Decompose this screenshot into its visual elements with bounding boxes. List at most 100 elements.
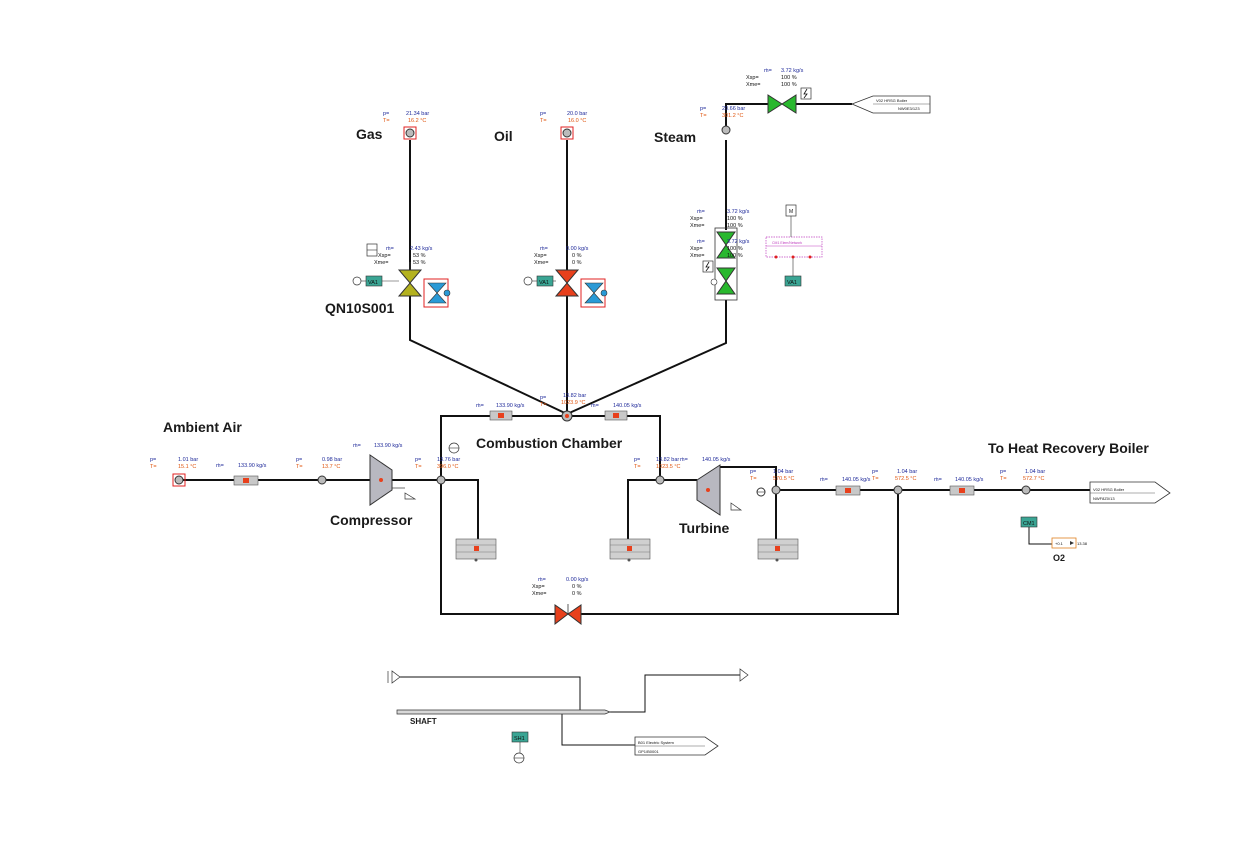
shaft[interactable]	[396, 709, 611, 715]
steam-p-prefix: p=	[700, 106, 706, 112]
turbine[interactable]	[696, 464, 743, 516]
oil-valve-m-prefix: ṁ=	[540, 246, 548, 252]
pipes	[180, 103, 1090, 746]
compressor[interactable]	[369, 454, 417, 506]
cc-in-m-prefix: ṁ=	[476, 403, 484, 409]
turbine-flow: 140.05 kg/s	[702, 457, 731, 463]
ambient-air-label: Ambient Air	[163, 419, 242, 435]
steam-valve2-xme: 100 %	[727, 253, 743, 259]
bypass-valve[interactable]	[554, 604, 582, 626]
exhaust-flow-2: 140.05 kg/s	[955, 477, 984, 483]
oil-valve-actuator-icon[interactable]	[580, 278, 608, 308]
steam-m-selector-icon[interactable]	[785, 204, 797, 237]
turbine-outlet-cooler[interactable]	[757, 538, 799, 562]
exhaust-node-1[interactable]	[893, 485, 903, 495]
steam-top-flow: 3.72 kg/s	[781, 68, 804, 74]
oil-T-prefix: T=	[540, 118, 547, 124]
exhaust-node-2[interactable]	[1021, 485, 1031, 495]
exhaust-flow-meter-2[interactable]	[949, 485, 975, 496]
exh1-T-prefix: T=	[872, 476, 879, 482]
combustion-chamber-node[interactable]	[561, 410, 573, 422]
oil-valve-xsp: 0 %	[572, 253, 582, 259]
turbine-inlet-cooler[interactable]	[609, 538, 651, 562]
gas-valve-selector-icon[interactable]	[366, 243, 378, 257]
gas-valve-xsp-prefix: Xsp=	[378, 253, 391, 259]
oil-valve-flow: 0.00 kg/s	[566, 246, 589, 252]
exh2-m-prefix: ṁ=	[934, 477, 942, 483]
gas-valve-actuator-icon[interactable]	[423, 278, 451, 308]
steam-valve2-m-prefix: ṁ=	[697, 239, 705, 245]
turbine-inlet-node[interactable]	[655, 475, 665, 485]
ambient-air-source-node[interactable]	[172, 473, 186, 487]
exh1-p-prefix: p=	[872, 469, 878, 475]
elec-tag: GP1/B0001	[638, 749, 659, 754]
turb-m-prefix: ṁ=	[680, 457, 688, 463]
exhaust-node2-pressure: 1.04 bar	[1025, 469, 1045, 475]
compressor-outlet-node[interactable]	[436, 475, 446, 485]
exhaust-flow-meter-1[interactable]	[835, 485, 861, 496]
steam-supply-valve[interactable]	[767, 94, 797, 114]
gas-valve-xme: 53 %	[413, 260, 426, 266]
o2-analyzer[interactable]	[1051, 537, 1077, 549]
comp-outlet-pressure: 13.76 bar	[437, 457, 460, 463]
heat-recovery-label: To Heat Recovery Boiler	[988, 440, 1149, 456]
steam-top-xsp-prefix: Xsp=	[746, 75, 759, 81]
sh1-controller[interactable]	[511, 731, 529, 764]
comp-out-p-prefix: p=	[415, 457, 421, 463]
steam-source-node[interactable]	[721, 125, 731, 135]
bypass-flow: 0.00 kg/s	[566, 577, 589, 583]
cc-out-m-prefix: ṁ=	[591, 403, 599, 409]
exhaust-node1-pressure: 1.04 bar	[897, 469, 917, 475]
shaft-left-connector[interactable]	[387, 670, 401, 684]
cc-outlet-flow-meter[interactable]	[604, 410, 628, 421]
turbine-outlet-node[interactable]	[756, 487, 766, 497]
comp-inlet-temperature: 13.7 °C	[322, 464, 340, 470]
comp-out-T-prefix: T=	[415, 464, 422, 470]
shaft-right-connector[interactable]	[739, 668, 749, 682]
gas-source-node[interactable]	[403, 126, 417, 140]
gas-va1-label: VA1	[368, 280, 378, 286]
gas-p-prefix: p=	[383, 111, 389, 117]
bypass-xsp-prefix: Xsp=	[532, 584, 545, 590]
oil-source-node[interactable]	[560, 126, 574, 140]
gas-valve-xsp: 53 %	[413, 253, 426, 259]
cm1-controller[interactable]	[1020, 516, 1038, 528]
oil-control-valve[interactable]	[554, 269, 580, 297]
gas-va1-controller[interactable]	[352, 275, 399, 287]
compressor-inlet-node[interactable]	[317, 475, 327, 485]
oil-va1-controller[interactable]	[523, 275, 556, 287]
steam-label: Steam	[654, 129, 697, 145]
cc-inlet-flow: 133.90 kg/s	[496, 403, 525, 409]
air-flow-meter[interactable]	[233, 475, 259, 486]
oil-valve-xme-prefix: Xme=	[534, 260, 549, 266]
steam-control-valve-2[interactable]	[710, 267, 736, 295]
steam-valve-flow: 3.72 kg/s	[727, 209, 750, 215]
steam-lightning-icon[interactable]	[702, 260, 714, 273]
gas-control-valve[interactable]	[397, 262, 423, 297]
bypass-m-prefix: ṁ=	[538, 577, 546, 583]
ambient-temperature: 15.1 °C	[178, 464, 196, 470]
hrsg-outlet-reference[interactable]	[1089, 481, 1171, 504]
compressor-cooler[interactable]	[455, 538, 497, 562]
steam-temperature: 301.2 °C	[722, 113, 743, 119]
cc-ignition-icon[interactable]	[448, 442, 460, 454]
air-m-prefix: ṁ=	[216, 463, 224, 469]
steam-control-valve-1[interactable]	[714, 227, 738, 301]
turbine-inlet-pressure: 13.82 bar	[656, 457, 679, 463]
comp-m-prefix: ṁ=	[353, 443, 361, 449]
electric-system-reference[interactable]	[634, 736, 719, 756]
turb-out-T-prefix: T=	[750, 476, 757, 482]
gas-valve-m-prefix: ṁ=	[386, 246, 394, 252]
exhaust-node-bypass[interactable]	[771, 485, 781, 495]
hrsg-in-title: V02 HRSG Boiler	[876, 98, 908, 103]
exhaust-node2-temperature: 572.7 °C	[1023, 476, 1044, 482]
elec-title: B01 Electric System	[638, 740, 674, 745]
steam-setpoint-bus[interactable]	[765, 236, 823, 259]
turbine-inlet-temperature: 1023.5 °C	[656, 464, 681, 470]
steam-va1-controller[interactable]	[784, 258, 802, 287]
steam-supply-lightning-icon[interactable]	[800, 87, 812, 100]
hrsg-inlet-reference[interactable]	[850, 95, 931, 114]
cc-inlet-flow-meter[interactable]	[489, 410, 513, 421]
ambient-p-prefix: p=	[150, 457, 156, 463]
